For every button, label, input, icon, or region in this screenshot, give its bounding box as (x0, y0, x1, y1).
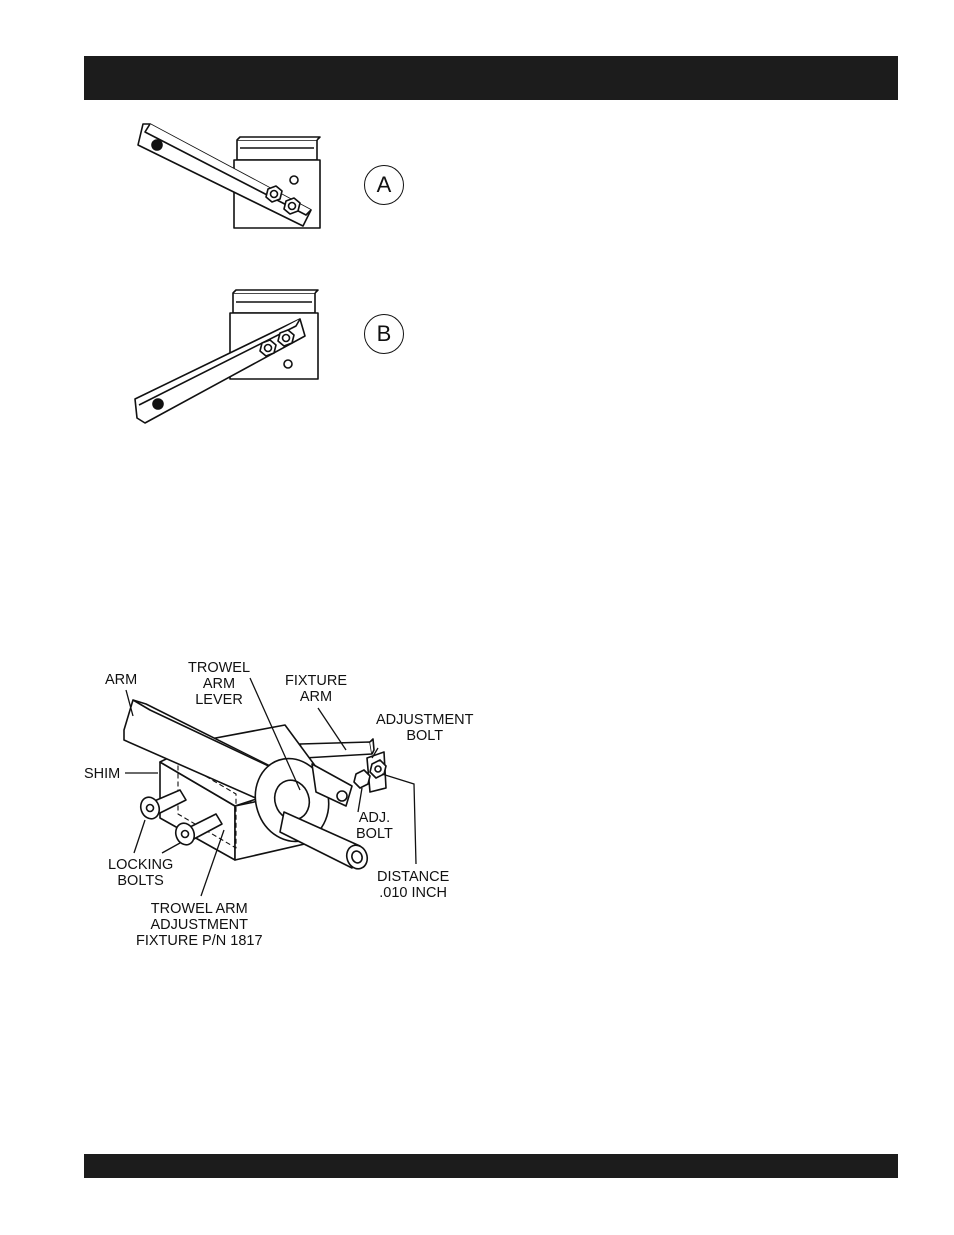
callout-line: ARM (285, 689, 347, 705)
callout-line: LOCKING (108, 857, 173, 873)
callout-line: BOLT (356, 826, 393, 842)
locking-bolts-callout: LOCKING BOLTS (108, 857, 173, 889)
callout-line: ARM (188, 676, 250, 692)
adjustment-bolt-callout: ADJUSTMENT BOLT (376, 712, 473, 744)
figure-b-label: B (364, 314, 404, 354)
callout-line: ADJ. (356, 810, 393, 826)
callout-line: TROWEL (188, 660, 250, 676)
distance-callout: DISTANCE .010 INCH (377, 869, 449, 901)
hex-nut (260, 340, 276, 356)
hex-nut (278, 330, 294, 346)
callout-line: FIXTURE P/N 1817 (136, 933, 263, 949)
callout-line: TROWEL ARM (136, 901, 263, 917)
fixture-part-number-callout: TROWEL ARM ADJUSTMENT FIXTURE P/N 1817 (136, 901, 263, 949)
hex-nut (284, 198, 300, 214)
callout-line: BOLTS (108, 873, 173, 889)
shim-callout: SHIM (84, 766, 120, 782)
footer-bar (84, 1154, 898, 1178)
fixture-arm-callout: FIXTURE ARM (285, 673, 347, 705)
callout-line: FIXTURE (285, 673, 347, 689)
callout-line: LEVER (188, 692, 250, 708)
callout-line: ADJUSTMENT (376, 712, 473, 728)
figure-a-label: A (364, 165, 404, 205)
adj-bolt-callout: ADJ. BOLT (356, 810, 393, 842)
hex-nut (266, 186, 282, 202)
callout-line: ADJUSTMENT (136, 917, 263, 933)
trowel-arm-lever-callout: TROWEL ARM LEVER (188, 660, 250, 708)
arm-callout: ARM (105, 672, 137, 688)
callout-line: BOLT (376, 728, 473, 744)
callout-line: .010 INCH (377, 885, 449, 901)
callout-line: DISTANCE (377, 869, 449, 885)
fixture-drawing (124, 700, 386, 872)
